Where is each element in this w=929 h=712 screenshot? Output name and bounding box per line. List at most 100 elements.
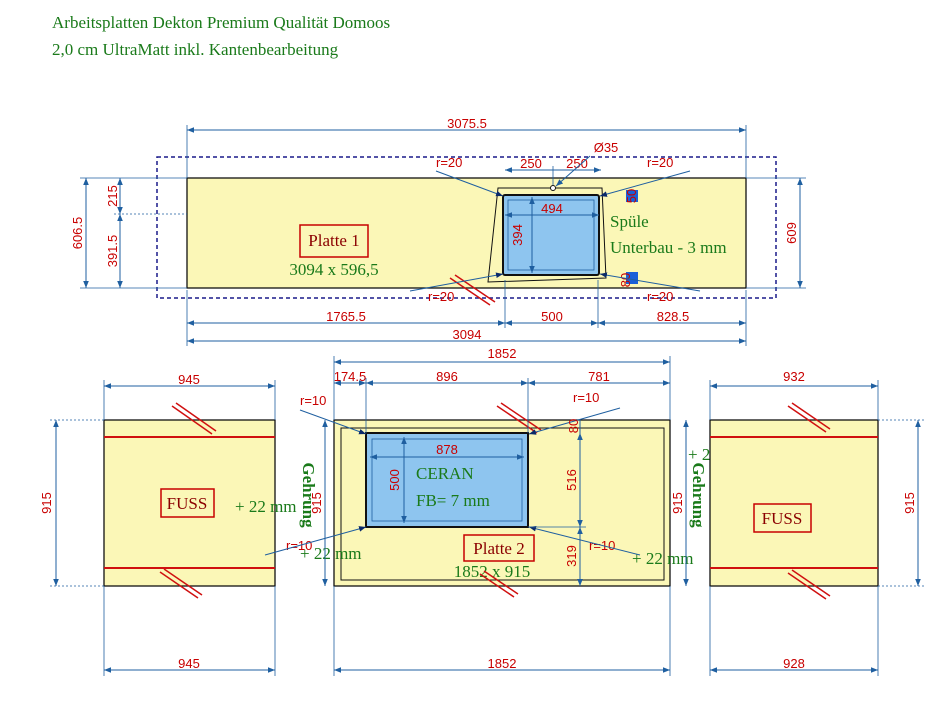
plate1-dim-sink-cut: 500 — [541, 309, 563, 324]
plate1-dim-sink-depth: 394 — [510, 224, 525, 246]
plate1-slab — [186, 177, 747, 289]
plate1-dim-sink-width: 494 — [541, 201, 563, 216]
plate2-add-left-bottom: + 22 mm — [300, 544, 362, 563]
plate2-name-box — [463, 534, 535, 562]
plate1-radius-tr: r=20 — [647, 155, 673, 170]
plate1-dim-total: 3094 — [453, 327, 482, 342]
leader-line — [528, 525, 641, 556]
plate2-radius-tr: r=10 — [573, 390, 599, 405]
foot-right-cutmark — [787, 405, 827, 433]
foot-right-cutmark — [791, 402, 831, 430]
leader-line — [555, 155, 591, 187]
foot-left-name-box — [160, 488, 215, 518]
leader-line — [528, 407, 621, 435]
plate1-radius-br: r=20 — [647, 289, 673, 304]
plate2-dim-front-margin: 319 — [564, 545, 579, 567]
plate1-group: Platte 1 3094 x 596,5 Spüle Unterbau - 3… — [70, 116, 806, 346]
foot-right-dim-height: 915 — [902, 492, 917, 514]
header-subtitle: 2,0 cm UltraMatt inkl. Kantenbearbeitung — [52, 40, 339, 59]
foot-left-add: + 22 mm — [235, 497, 297, 516]
plate1-radius-bl: r=20 — [428, 289, 454, 304]
leader-line — [264, 526, 367, 556]
plate2-miter-right: Gehrung — [689, 462, 708, 528]
corner-marker-icon — [626, 272, 638, 284]
plate2-cutmark — [483, 570, 519, 595]
foot-right-dim-bottom: 928 — [783, 656, 805, 671]
foot-left-dim-height: 915 — [39, 492, 54, 514]
plate1-dim-tap-hole: Ø35 — [594, 140, 619, 155]
foot-right-cutmark — [791, 569, 831, 597]
leader-line — [599, 272, 701, 292]
foot-left-cutmark — [171, 405, 213, 435]
plate2-inner-frame — [340, 427, 665, 581]
plate1-name-box — [299, 224, 369, 258]
plate1-dim-left-front: 391.5 — [105, 235, 120, 268]
plate2-dim-right-depth: 516 — [564, 469, 579, 491]
plate1-dim-front-margin: 80 — [618, 273, 633, 287]
foot-right-dim-top: 932 — [783, 369, 805, 384]
plate2-cutmark — [500, 402, 542, 431]
plate2-size: 1852 x 915 — [454, 562, 531, 581]
plate2-dim-bottom: 1852 — [488, 656, 517, 671]
foot-left-name: FUSS — [167, 494, 208, 513]
plate1-outline-dashed — [156, 156, 777, 299]
plate1-dim-right-part: 828.5 — [657, 309, 690, 324]
plate1-dim-right-total: 609 — [784, 222, 799, 244]
foot-left-slab — [103, 419, 276, 587]
leader-line — [599, 170, 691, 197]
plate1-dim-left-part: 1765.5 — [326, 309, 366, 324]
plate2-dim-height-left: 915 — [309, 492, 324, 514]
plate2-dim-left-offset: 174.5 — [334, 369, 367, 384]
plate2-name: Platte 2 — [473, 539, 524, 558]
plate2-dim-right-part: 781 — [588, 369, 610, 384]
plate2-ceran-inner — [371, 438, 523, 522]
corner-marker-icon — [626, 190, 638, 202]
plate1-cutmark — [454, 274, 496, 303]
plate2-radius-tl: r=10 — [300, 393, 326, 408]
plate2-ceran-cutout — [365, 432, 529, 528]
plate2-dim-cutout-span: 896 — [436, 369, 458, 384]
foot-right-name-box — [753, 503, 812, 533]
foot-left-cutmark — [175, 402, 217, 432]
foot-right-cutmark — [787, 572, 827, 600]
foot-left-cutmark — [159, 571, 199, 599]
plate2-cutmark — [479, 573, 515, 598]
plate2-group: CERAN FB= 7 mm Platte 2 1852 x 915 Gehru… — [264, 346, 750, 676]
foot-right-group: FUSS 932 928 915 — [709, 369, 924, 676]
leader-line — [409, 272, 504, 292]
plate1-dim-left-back: 215 — [105, 185, 120, 207]
plate2-dim-overall: 1852 — [488, 346, 517, 361]
plate2-dim-cutout-width: 878 — [436, 442, 458, 457]
plate2-miter-left: Gehrung — [299, 462, 318, 528]
plate1-dim-left-total: 606.5 — [70, 217, 85, 250]
foot-right-slab — [709, 419, 879, 587]
plate2-cutmark — [496, 405, 538, 434]
plate2-add-right-bottom: + 22 mm — [632, 549, 694, 568]
header-title: Arbeitsplatten Dekton Premium Qualität D… — [52, 13, 391, 32]
plate2-cutout-note: FB= 7 mm — [416, 491, 490, 510]
plate2-cutout-label: CERAN — [416, 464, 474, 483]
plate1-dim-offset-left: 250 — [520, 156, 542, 171]
foot-left-group: FUSS + 22 mm 945 945 915 — [39, 372, 297, 676]
plate1-dim-back-margin: 50 — [624, 189, 639, 203]
tap-hole-icon — [550, 185, 556, 191]
plate1-size: 3094 x 596,5 — [289, 260, 378, 279]
plate1-sink-frame — [487, 187, 607, 283]
plate1-radius-tl: r=20 — [436, 155, 462, 170]
leader-line — [435, 170, 504, 197]
plate1-name: Platte 1 — [308, 231, 359, 250]
plate2-dim-cutout-depth: 500 — [387, 469, 402, 491]
plate1-sink-note: Unterbau - 3 mm — [610, 238, 727, 257]
plate1-dim-overall: 3075.5 — [447, 116, 487, 131]
leader-line — [299, 409, 367, 435]
plate2-dim-back-margin: 80 — [566, 419, 581, 433]
plate1-sink-inner — [507, 199, 595, 271]
foot-right-name: FUSS — [762, 509, 803, 528]
foot-left-cutmark — [163, 568, 203, 596]
plate1-sink-label: Spüle — [610, 212, 649, 231]
plate2-dim-height-right: 915 — [670, 492, 685, 514]
foot-left-dim-top: 945 — [178, 372, 200, 387]
plate1-dim-offset-right: 250 — [566, 156, 588, 171]
foot-left-dim-bottom: 945 — [178, 656, 200, 671]
